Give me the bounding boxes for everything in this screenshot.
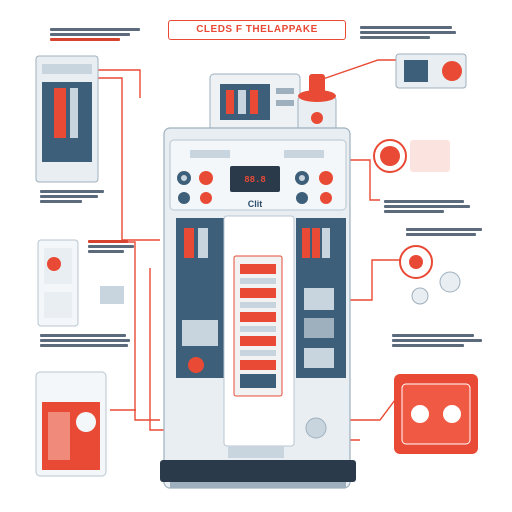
caption-left-2 — [88, 238, 138, 255]
base — [160, 460, 356, 482]
caption-left-1 — [40, 188, 110, 205]
connector-tr — [319, 59, 398, 81]
caption-right-2 — [406, 226, 486, 238]
connector-inner-l — [149, 268, 165, 431]
component-top-right — [395, 53, 467, 89]
cartridges — [240, 264, 276, 388]
digital-display — [230, 166, 280, 192]
caption-left-3 — [40, 332, 132, 349]
connector-r2 — [350, 259, 400, 301]
caption-right-1 — [384, 198, 474, 215]
connector-r1 — [350, 159, 380, 201]
component-mid-left — [37, 239, 124, 327]
component-right-gauge — [373, 139, 450, 173]
connector-tl — [96, 69, 141, 98]
control-knobs — [177, 171, 333, 204]
component-bottom-right — [394, 374, 478, 454]
component-right-valve — [399, 245, 461, 305]
component-bottom-left — [35, 371, 107, 477]
connector-br — [350, 399, 396, 421]
caption-top-right — [360, 24, 460, 41]
component-top-left — [35, 55, 99, 183]
caption-top-left — [50, 26, 142, 43]
display-readout: 88.8 — [244, 175, 266, 185]
connector-l2 — [118, 241, 160, 421]
connector-l1 — [95, 77, 160, 241]
appliance-logo: Clit — [247, 199, 263, 209]
main-appliance — [160, 73, 356, 489]
title-banner: CLEDS F THELAPPAKE — [168, 20, 346, 40]
caption-right-3 — [392, 332, 482, 349]
